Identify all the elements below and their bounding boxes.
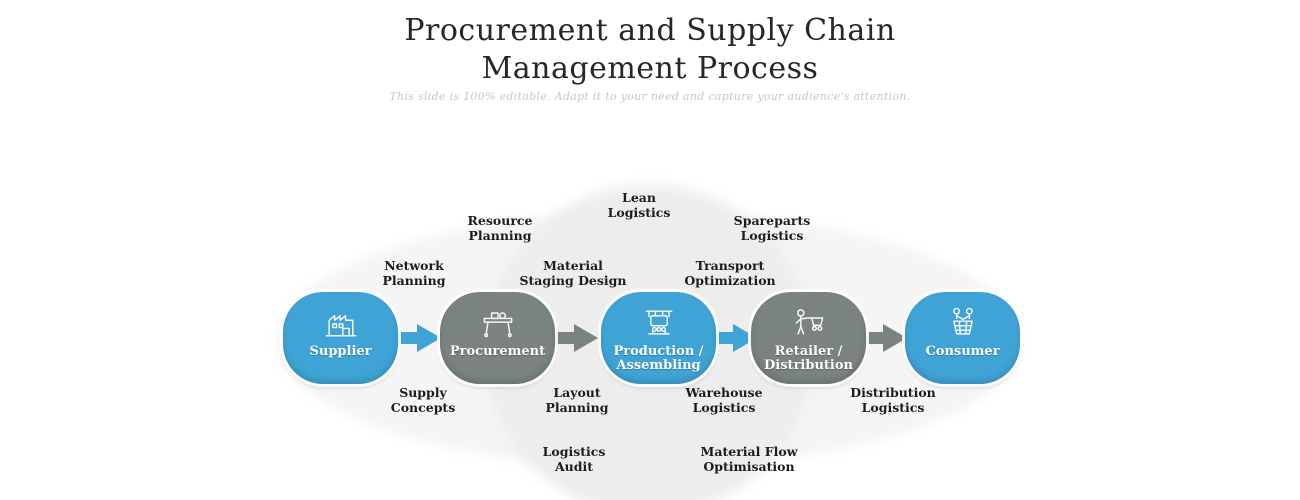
shopper-cart-icon [788,302,830,344]
label-spareparts-logistics: Spareparts Logistics [733,213,811,243]
workbench-icon [477,302,519,344]
label-lean-logistics: Lean Logistics [607,190,671,220]
label-distribution-logistics: Distribution Logistics [850,385,936,415]
page-title: Procurement and Supply Chain Management … [0,12,1300,88]
node-consumer: Consumer [905,292,1020,384]
market-basket-icon [942,302,984,344]
node-label: Procurement [449,344,546,359]
flow-arrow-4 [859,324,907,352]
node-retailer-distribution: Retailer / Distribution [751,292,866,384]
title-line-1: Procurement and Supply Chain [404,13,896,48]
node-label: Supplier [309,344,372,359]
node-supplier: Supplier [283,292,398,384]
node-label: Production / Assembling [613,344,704,373]
slide-subtitle: This slide is 100% editable. Adapt it to… [389,90,911,103]
title-line-2: Management Process [481,51,819,86]
label-network-planning: Network Planning [382,258,446,288]
node-production-assembling: Production / Assembling [601,292,716,384]
label-supply-concepts: Supply Concepts [390,385,456,415]
flow-arrow-3 [709,324,757,352]
factory-boxes-icon [320,302,362,344]
node-procurement: Procurement [440,292,555,384]
label-resource-planning: Resource Planning [467,213,533,243]
label-logistics-audit: Logistics Audit [542,444,606,474]
label-material-staging-design: Material Staging Design [519,258,627,288]
assembly-machine-icon [638,302,680,344]
flow-arrow-2 [550,324,598,352]
node-label: Retailer / Distribution [764,344,853,373]
label-transport-optimization: Transport Optimization [684,258,776,288]
label-material-flow-optimisation: Material Flow Optimisation [700,444,798,474]
label-warehouse-logistics: Warehouse Logistics [685,385,763,415]
flow-arrow-1 [393,324,441,352]
label-layout-planning: Layout Planning [545,385,609,415]
node-label: Consumer [925,344,1000,359]
